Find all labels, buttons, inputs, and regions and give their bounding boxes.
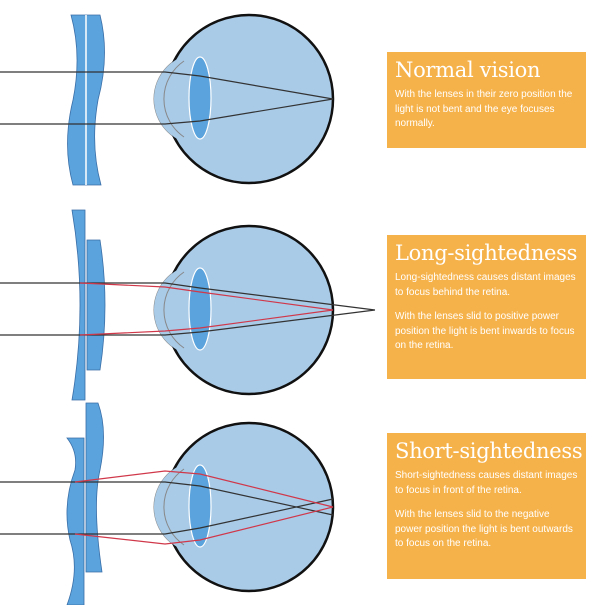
corrected-light-ray <box>79 282 334 336</box>
panel-title: Short-sightedness <box>395 439 583 463</box>
panel-text: With the lenses in their zero position t… <box>395 89 573 129</box>
short-sightedness-diagram <box>0 402 335 605</box>
panel-title: Long-sightedness <box>395 241 578 265</box>
panel-text: With the lenses slid to positive power p… <box>395 311 575 351</box>
light-ray <box>0 481 334 535</box>
short-sightedness-panel: Short-sightedness Short-sightedness caus… <box>387 433 586 579</box>
panel-text: Long-sightedness causes distant images t… <box>395 272 576 298</box>
normal-vision-panel: Normal vision With the lenses in their z… <box>387 52 586 148</box>
eyeball <box>152 224 335 396</box>
panel-title: Normal vision <box>395 58 541 82</box>
normal-vision-diagram <box>0 13 335 186</box>
long-sightedness-panel: Long-sightedness Long-sightedness causes… <box>387 235 586 379</box>
eyeball <box>152 13 335 185</box>
corrected-light-ray <box>74 470 334 545</box>
eyeball <box>152 421 335 593</box>
corrective-lens-negative <box>66 437 85 605</box>
corrective-lens-positive <box>71 209 86 401</box>
panel-text: With the lenses slid to the negative pow… <box>395 509 573 549</box>
panel-text: Short-sightedness causes distant images … <box>395 470 578 496</box>
long-sightedness-diagram <box>0 209 376 401</box>
light-ray <box>0 71 334 125</box>
